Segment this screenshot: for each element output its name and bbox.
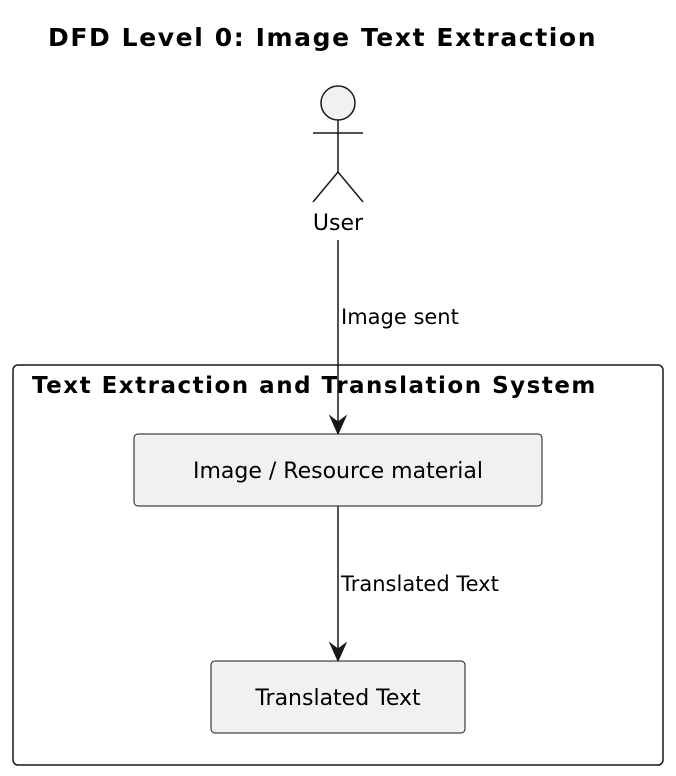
actor-right-leg (337, 171, 364, 203)
node-translated-text (210, 660, 466, 734)
edge-image-sent-arrowhead (328, 414, 348, 436)
diagram-title: DFD Level 0: Image Text Extraction (48, 23, 597, 52)
system-title: Text Extraction and Translation System (32, 373, 597, 399)
actor-user (312, 85, 364, 203)
node-image-resource-label: Image / Resource material (193, 459, 483, 484)
node-translated-text-label: Translated Text (254, 686, 421, 711)
actor-user-label: User (313, 211, 364, 236)
actor-head (320, 85, 356, 121)
edge-translated-text-label: Translated Text (340, 572, 499, 596)
edge-image-sent-label: Image sent (341, 305, 459, 329)
edge-translated-text-arrowhead (328, 641, 348, 663)
actor-left-leg (312, 171, 339, 203)
